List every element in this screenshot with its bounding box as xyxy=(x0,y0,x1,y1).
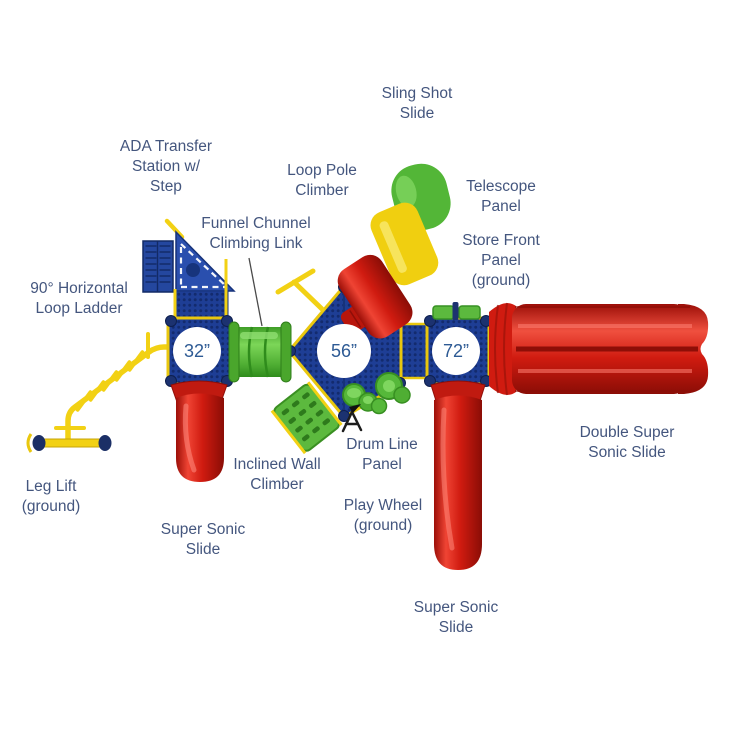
sling-shot-slide-graphic xyxy=(337,163,451,339)
label-sling-shot-slide: Sling Shot Slide xyxy=(381,85,453,122)
label-telescope-panel: Telescope Panel xyxy=(466,178,536,215)
leg-lift-graphic xyxy=(26,433,112,453)
deck-size-text: 32” xyxy=(183,340,210,361)
play-wheel-graphic xyxy=(375,372,411,404)
label-double-super-sonic-slide: Double Super Sonic Slide xyxy=(579,424,675,461)
label-super-sonic-slide-left: Super Sonic Slide xyxy=(160,521,246,558)
label-inclined-wall-climber: Inclined Wall Climber xyxy=(233,456,321,493)
label-super-sonic-slide-bottom: Super Sonic Slide xyxy=(413,599,499,636)
funnel-chunnel-graphic xyxy=(228,321,292,383)
deck-size-text: 56” xyxy=(330,340,357,361)
drum-line-panel-graphic xyxy=(341,383,388,433)
bridge-connector-graphic xyxy=(397,322,431,380)
funnel-chunnel-pointer-line xyxy=(248,257,263,327)
deck-size-badge-32: 32” xyxy=(173,327,221,375)
loop-pole-climber-graphic xyxy=(275,268,325,312)
label-drum-line-panel: Drum Line Panel xyxy=(346,436,418,473)
label-funnel-chunnel: Funnel Chunnel Climbing Link xyxy=(201,215,311,252)
deck-size-text: 72” xyxy=(442,340,469,361)
store-front-panel-graphic xyxy=(432,302,481,320)
label-horizontal-loop-ladder: 90° Horizontal Loop Ladder xyxy=(30,280,128,317)
double-super-sonic-slide-graphic xyxy=(489,302,709,396)
horizontal-loop-ladder-graphic xyxy=(54,332,173,447)
deck-size-badge-72: 72” xyxy=(432,327,480,375)
label-ada-transfer-station: ADA Transfer Station w/ Step xyxy=(119,138,213,195)
label-loop-pole-climber: Loop Pole Climber xyxy=(287,162,357,199)
super-sonic-slide-bottom-graphic xyxy=(430,380,486,570)
super-sonic-slide-left-graphic xyxy=(170,380,228,482)
inclined-wall-climber-graphic xyxy=(270,381,343,455)
deck-size-badge-56: 56” xyxy=(317,324,371,378)
label-play-wheel: Play Wheel (ground) xyxy=(343,497,423,534)
label-leg-lift: Leg Lift (ground) xyxy=(21,478,81,515)
label-store-front-panel: Store Front Panel (ground) xyxy=(462,232,540,289)
ada-transfer-station-graphic xyxy=(142,218,236,319)
